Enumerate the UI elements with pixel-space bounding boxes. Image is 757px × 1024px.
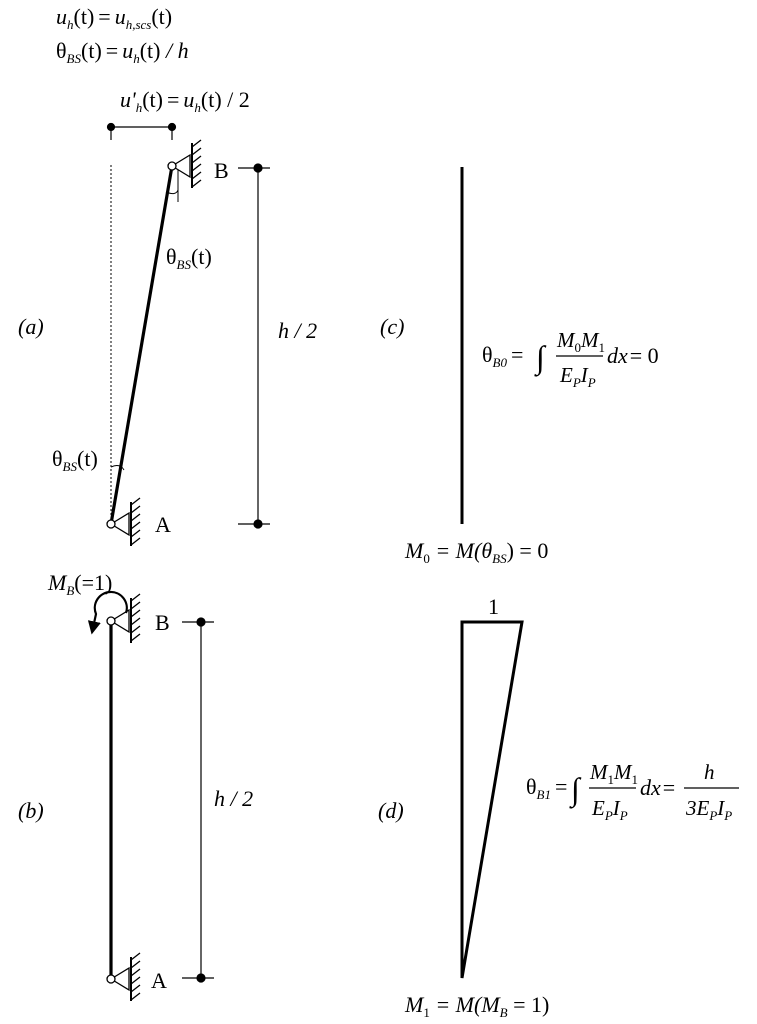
svg-text:M1M1: M1M1 [589,760,638,787]
panel-d-label: (d) [378,798,404,823]
panel-b-moment-label: MB(=1) [47,570,112,598]
panel-c-caption: M0 = M(θBS) = 0 [404,538,548,566]
svg-text:3EPIP: 3EPIP [685,796,732,823]
eq2-t2: (t) [140,38,161,63]
eq2-t: (t) [81,38,102,63]
svg-text:θB0=: θB0= [482,342,523,370]
eq2-u: u [122,38,133,63]
panel-d-top-value: 1 [488,594,499,619]
header-equation-1: uh(t)=uh,scs(t) [56,4,172,32]
eq3-u: u [183,87,194,112]
panel-a-support-b [167,139,202,188]
eq1-u-sub: h [67,17,74,32]
svg-text:EPIP: EPIP [559,363,596,390]
eq3-uprime: u' [120,87,136,112]
svg-text:h: h [704,760,715,784]
svg-text:θB1=: θB1= [526,774,567,802]
panel-b-label: (b) [18,798,44,823]
panel-d-caption: M1 = M(MB = 1) [404,992,549,1020]
panel-a-theta-bottom-arc [110,465,125,471]
svg-text:M0M1: M0M1 [556,328,605,355]
svg-text:θBS(t)=uh(t) / h: θBS(t)=uh(t) / h [56,38,189,66]
eq1-u2-sub: h,scs [126,17,152,32]
eq1-u: u [56,4,67,29]
eq1-u2: u [115,4,126,29]
svg-text:u'h(t)=uh(t) / 2: u'h(t)=uh(t) / 2 [120,87,250,115]
panel-c-equation: θB0= ∫ M0M1 EPIP dx= 0 [482,328,659,390]
eq2-theta: θ [56,38,67,63]
eq3-u-sub: h [194,100,201,115]
panel-b-height-dimension [182,617,214,983]
panel-c-integral: ∫ [534,339,547,377]
panel-a-height-dimension [238,163,270,529]
panel-b-support-b [106,593,141,643]
panel-a-node-b: B [214,158,229,183]
header-equation-3: u'h(t)=uh(t) / 2 [120,87,250,115]
header-equation-2: θBS(t)=uh(t) / h [56,38,189,66]
panel-b-moment-arrow [87,590,128,635]
panel-a-theta-top: θBS(t) [166,244,212,272]
eq3-div-2: / 2 [222,87,250,112]
panel-d-equation: θB1= ∫ M1M1 EPIP dx= h 3EPIP [526,760,739,823]
svg-text:EPIP: EPIP [591,796,628,823]
displacement-dimension [106,122,177,140]
eq3-equals: = [167,87,179,112]
svg-text:uh(t)=uh,scs(t): uh(t)=uh,scs(t) [56,4,172,32]
eq2-u-sub: h [133,51,140,66]
panel-b-support-a [106,952,141,1001]
panel-b-height-label: h / 2 [214,786,253,811]
panel-a-node-a: A [155,512,171,537]
panel-b-node-b: B [155,610,170,635]
eq2-theta-sub: BS [67,51,82,66]
svg-text:dx= 0: dx= 0 [607,343,659,368]
panel-a-theta-bottom: θBS(t) [52,446,98,474]
panel-a-height-label: h / 2 [278,318,317,343]
eq3-t2: (t) [201,87,222,112]
panel-a-label: (a) [18,314,44,339]
eq2-div-h: / h [160,38,188,63]
panel-a-inclined-member [109,165,174,525]
panel-d-moment-diagram [460,620,524,979]
eq3-t: (t) [142,87,163,112]
svg-text:dx=: dx= [640,775,675,800]
panel-c-label: (c) [380,314,404,339]
eq2-equals: = [106,38,118,63]
eq1-t: (t) [74,4,95,29]
panel-d-integral: ∫ [569,771,582,809]
eq1-t2: (t) [151,4,172,29]
panel-b-node-a: A [151,968,167,993]
eq1-equals: = [98,4,110,29]
eq3-uprime-sub: h [136,100,143,115]
panel-a-support-a [106,497,141,546]
